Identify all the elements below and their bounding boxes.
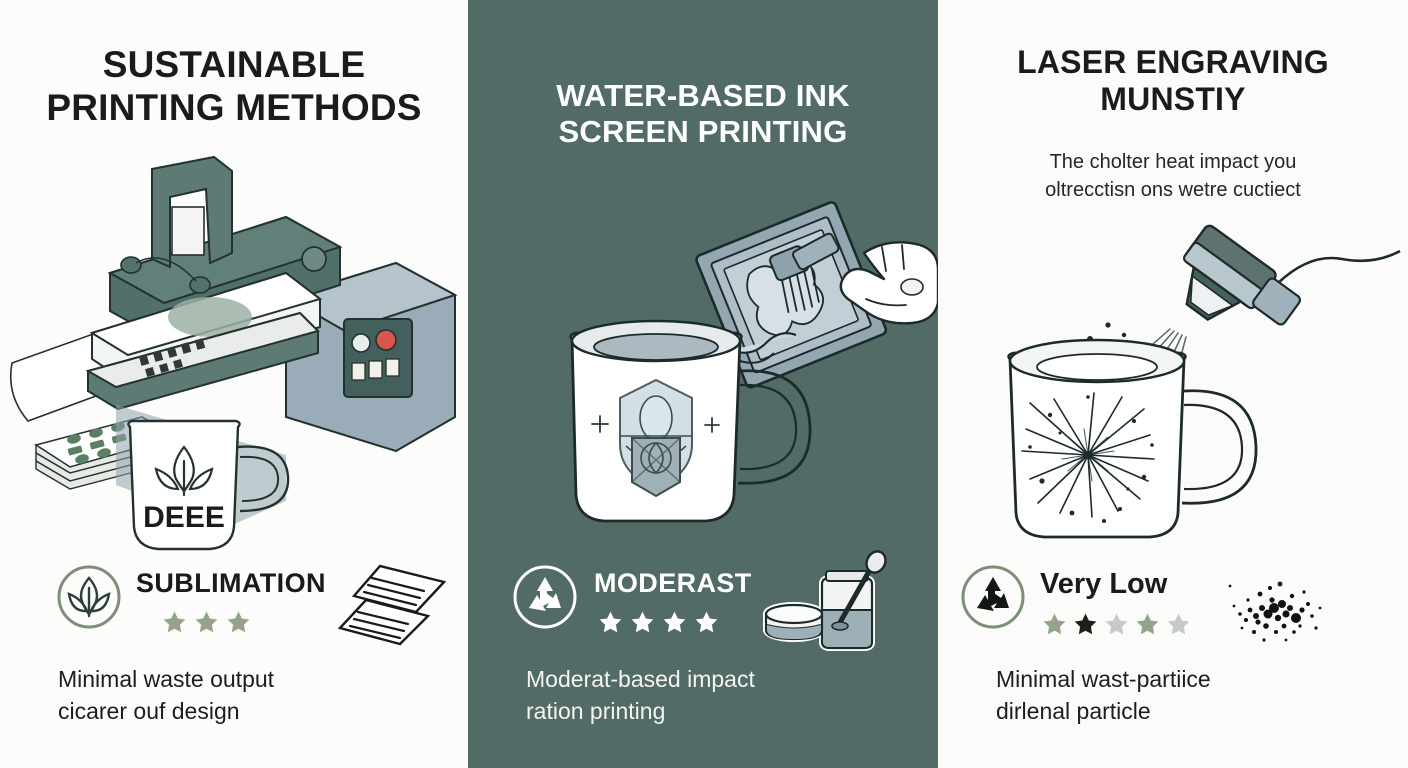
ink-jar-and-dish-icon (763, 550, 894, 654)
mug-logo-text: DEEE (143, 501, 225, 534)
leaf-sprout-badge-icon (56, 564, 122, 630)
particle-scatter-icon (1216, 570, 1336, 650)
title-line-2: SCREEN PRINTING (558, 113, 848, 149)
caption-water-based-ink: Moderat-based impact ration printing (468, 664, 938, 727)
caption-line-1: Minimal wast-partiice (996, 666, 1211, 692)
star-rating-sublimation (136, 610, 326, 635)
recycle-badge-icon (960, 564, 1026, 630)
caption-line-1: Moderat-based impact (526, 666, 755, 692)
caption-line-2: cicarer ouf design (58, 697, 240, 724)
rating-row-water-based-ink: MODERAST (468, 550, 938, 651)
caption-sublimation: Minimal waste output cicarer ouf design (0, 664, 468, 727)
panel-water-based-ink: WATER-BASED INK SCREEN PRINTING (468, 0, 938, 768)
star-filled (1104, 612, 1129, 637)
star-filled (226, 610, 251, 635)
illustration-laser-engraving (938, 224, 1408, 555)
star-filled (1073, 612, 1098, 637)
subtitle-line-1: The cholter heat impact you (1049, 151, 1297, 173)
panel-subtitle-laser-engraving: The cholter heat impact you oltrecctisn … (938, 148, 1408, 205)
panel-laser-engraving: LASER ENGRAVING MUNSTIY The cholter heat… (938, 0, 1408, 768)
rating-text-laser-engraving: Very Low (1040, 570, 1191, 637)
star-rating-laser-engraving (1040, 612, 1191, 637)
paper-sheets-icon (337, 560, 456, 646)
subtitle-line-2: oltrecctisn ons wetre cuctiect (1045, 179, 1301, 202)
star-filled (1042, 612, 1067, 637)
rating-text-water-based-ink: MODERAST (594, 570, 752, 635)
rating-row-laser-engraving: Very Low (938, 556, 1408, 648)
rating-label: Very Low (1040, 568, 1168, 600)
star-filled (1166, 612, 1191, 637)
rating-row-sublimation: SUBLIMATION (0, 556, 468, 648)
star-filled (1135, 612, 1160, 637)
star-filled (194, 610, 219, 635)
caption-line-1: Minimal waste output (58, 666, 275, 692)
illustration-heat-press: DEEE (0, 155, 468, 555)
panel-title-water-based-ink: WATER-BASED INK SCREEN PRINTING (468, 78, 938, 150)
title-line-1: SUSTAINABLE (102, 44, 366, 85)
rating-label: SUBLIMATION (136, 568, 326, 598)
caption-laser-engraving: Minimal wast-partiice dirlenal particle (938, 664, 1408, 727)
star-filled (630, 610, 655, 635)
title-line-2: MUNSTIY (1100, 81, 1246, 118)
panel-title-laser-engraving: LASER ENGRAVING MUNSTIY (938, 44, 1408, 118)
caption-line-2: dirlenal particle (996, 697, 1151, 724)
rating-label: MODERAST (594, 568, 752, 598)
illustration-screen-printing (468, 195, 938, 555)
title-line-1: LASER ENGRAVING (1017, 44, 1329, 80)
panel-sublimation: SUSTAINABLE PRINTING METHODS (0, 0, 468, 768)
star-filled (662, 610, 687, 635)
star-rating-water-based-ink (594, 610, 752, 635)
star-filled (694, 610, 719, 635)
panel-title-sublimation: SUSTAINABLE PRINTING METHODS (0, 44, 468, 130)
recycle-badge-icon (512, 564, 578, 630)
title-line-1: WATER-BASED INK (556, 78, 850, 113)
star-filled (598, 610, 623, 635)
rating-text-sublimation: SUBLIMATION (136, 570, 326, 635)
title-line-2: PRINTING METHODS (46, 86, 422, 128)
caption-line-2: ration printing (526, 697, 666, 724)
star-filled (162, 610, 187, 635)
